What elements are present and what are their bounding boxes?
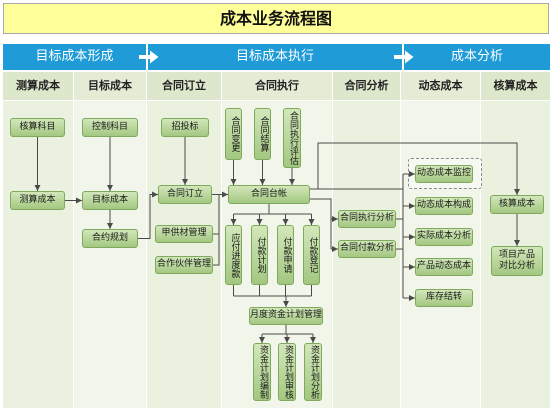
- column-header: 合同订立: [147, 72, 221, 100]
- node-actual-cost-analysis[interactable]: 实际成本分析: [415, 228, 473, 246]
- column-header: 动态成本: [401, 72, 480, 100]
- node-payment-plan[interactable]: 付款计划: [251, 225, 268, 285]
- node-project-product-comparison[interactable]: 项目产品对比分析: [491, 246, 543, 276]
- column-header: 核算成本: [481, 72, 550, 100]
- node-contract-ledger[interactable]: 合同台帐: [228, 185, 310, 204]
- node-fund-plan-preparation[interactable]: 资金计划编制: [253, 343, 271, 401]
- node-estimated-cost[interactable]: 测算成本: [10, 191, 65, 210]
- node-monthly-fund-plan-management[interactable]: 月度资金计划管理: [249, 307, 323, 325]
- node-progress-payment-payable[interactable]: 应付进度款: [225, 225, 242, 285]
- column-body: [401, 101, 480, 408]
- node-control-subjects[interactable]: 控制科目: [82, 118, 138, 137]
- column-header: 测算成本: [3, 72, 73, 100]
- column-estimated-cost: 测算成本: [3, 72, 73, 408]
- node-contract-planning[interactable]: 合约规划: [82, 229, 138, 248]
- node-contract-payment-analysis[interactable]: 合同付款分析: [338, 240, 396, 258]
- node-fund-plan-analysis[interactable]: 资金计划分析: [304, 343, 322, 401]
- column-body: [147, 101, 221, 408]
- node-bidding[interactable]: 招投标: [161, 118, 209, 137]
- node-accounting-cost[interactable]: 核算成本: [490, 195, 544, 214]
- node-contract-change[interactable]: 合同变更: [225, 108, 242, 160]
- node-contract-execution-analysis[interactable]: 合同执行分析: [338, 210, 396, 228]
- node-target-cost[interactable]: 目标成本: [82, 191, 138, 210]
- node-dynamic-cost-composition[interactable]: 动态成本构成: [415, 197, 473, 215]
- phase-target-cost-execution: 目标成本执行: [148, 44, 402, 70]
- node-contract-signing[interactable]: 合同订立: [158, 185, 212, 204]
- column-header: 合同执行: [222, 72, 332, 100]
- column-accounting-cost: 核算成本: [481, 72, 550, 408]
- node-fund-plan-review[interactable]: 资金计划审核: [278, 343, 296, 401]
- column-header: 目标成本: [74, 72, 146, 100]
- phase-target-cost-formation: 目标成本形成: [3, 44, 146, 70]
- node-payment-request[interactable]: 付款申请: [277, 225, 294, 285]
- node-contract-settlement[interactable]: 合同结算: [254, 108, 271, 160]
- node-payment-registration[interactable]: 付款登记: [303, 225, 320, 285]
- node-product-dynamic-cost[interactable]: 产品动态成本: [415, 258, 473, 276]
- column-body: [74, 101, 146, 408]
- node-partner-management[interactable]: 合作伙伴管理: [155, 256, 213, 274]
- column-header: 合同分析: [333, 72, 400, 100]
- column-body: [3, 101, 73, 408]
- node-inventory-carryover[interactable]: 库存结转: [415, 289, 473, 307]
- page-title: 成本业务流程图: [3, 3, 549, 34]
- node-dynamic-cost-monitoring[interactable]: 动态成本监控: [415, 165, 473, 183]
- node-accounting-subjects[interactable]: 核算科目: [10, 118, 65, 137]
- node-owner-supplied-materials[interactable]: 甲供材管理: [155, 225, 213, 243]
- phase-cost-analysis: 成本分析: [404, 44, 550, 70]
- column-contract-signing: 合同订立: [147, 72, 221, 408]
- node-contract-execution-evaluation[interactable]: 合同执行评估: [283, 108, 301, 168]
